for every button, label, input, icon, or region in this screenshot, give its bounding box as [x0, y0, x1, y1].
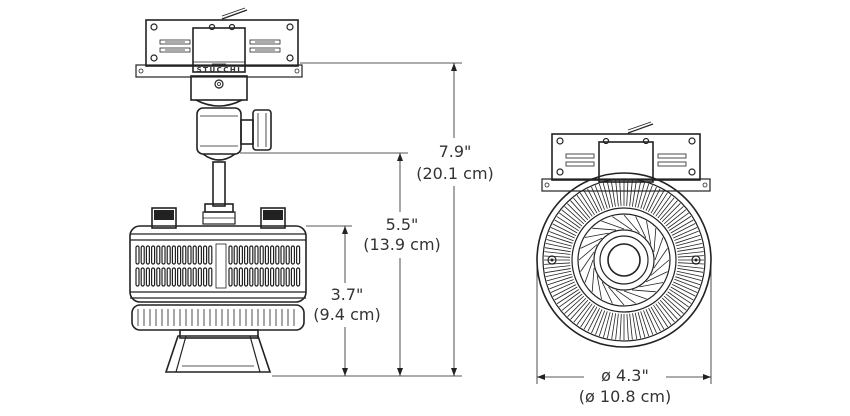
- mid-height-metric: (13.9 cm): [363, 235, 441, 254]
- side-dimension-lines: [240, 62, 462, 377]
- brand-label: STUCCHI: [197, 66, 242, 74]
- stem: [202, 153, 236, 225]
- total-height-imperial: 7.9": [439, 142, 472, 161]
- head-height-imperial: 3.7": [331, 285, 364, 304]
- diameter-metric: (ø 10.8 cm): [579, 387, 671, 406]
- mid-height-imperial: 5.5": [386, 215, 419, 234]
- lens-cone: [164, 329, 272, 373]
- track-adapter: STUCCHI: [135, 7, 303, 78]
- front-housing: [536, 172, 712, 348]
- tilt-joint: [196, 107, 272, 155]
- front-track-adapter: [541, 121, 711, 192]
- front-ring: [131, 304, 305, 331]
- side-view: STUCCHI: [129, 7, 307, 373]
- diameter-imperial: ø 4.3": [601, 366, 649, 385]
- total-height-metric: (20.1 cm): [416, 164, 494, 183]
- dimension-labels: 7.9" (20.1 cm) 5.5" (13.9 cm) 3.7" (9.4 …: [311, 138, 500, 327]
- adapter-housing: [190, 75, 248, 107]
- front-view: ø 4.3" (ø 10.8 cm): [536, 121, 712, 406]
- diameter-dimension: ø 4.3" (ø 10.8 cm): [536, 262, 712, 406]
- heatsink-body: [129, 225, 307, 303]
- head-height-metric: (9.4 cm): [313, 305, 380, 324]
- terminals: [151, 207, 286, 229]
